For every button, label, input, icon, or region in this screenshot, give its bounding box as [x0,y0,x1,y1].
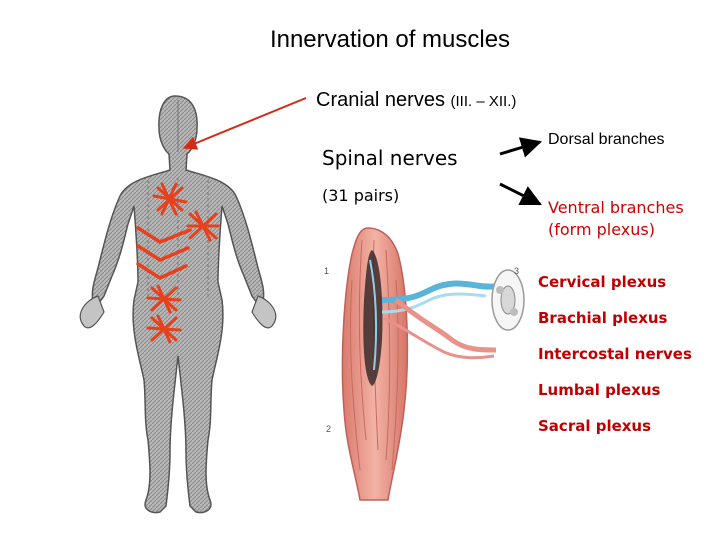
intercostal-nerves-label: Intercostal nerves [538,345,692,363]
sacral-plexus-mark [146,314,182,344]
lumbal-plexus-label: Lumbal plexus [538,381,661,399]
sacral-plexus-label: Sacral plexus [538,417,652,435]
figure-label-3: 3 [514,266,519,276]
ventral-branches-line2: (form plexus) [548,220,655,239]
cranial-nerves-range: (III. – XII.) [450,93,517,110]
figure-label-1: 1 [324,266,329,276]
ventral-arrow [499,182,542,206]
cranial-nerves-text: Cranial nerves [316,89,445,111]
cranial-nerves-label: Cranial nerves (III. – XII.) [316,89,516,112]
brachial-plexus-mark [186,210,220,242]
spinal-cord-section [491,269,525,331]
page-title: Innervation of muscles [269,26,511,53]
plexus-markings [136,182,220,344]
ventral-branches-line1: Ventral branches [548,198,684,217]
cervical-plexus-label: Cervical plexus [538,273,667,291]
human-body-figure [79,95,277,514]
brachial-plexus-label: Brachial plexus [538,309,668,327]
dorsal-branches-label: Dorsal branches [548,131,665,148]
vessel-fibers [394,298,497,353]
cervical-plexus-mark [152,182,188,216]
intercostal-nerves-mark [136,226,192,280]
dorsal-arrow [499,137,543,158]
muscle-nerve-illustration: 1 2 3 [324,227,525,501]
figure-label-2: 2 [326,424,331,434]
lumbal-plexus-mark [146,284,182,314]
spinal-nerves-label: Spinal nerves [322,146,458,170]
cranial-arrow [182,97,307,150]
muscle-cut-section [363,250,383,386]
ventral-branches-label: Ventral branches (form plexus) [548,197,684,241]
spinal-nerves-pairs: (31 pairs) [322,186,400,205]
